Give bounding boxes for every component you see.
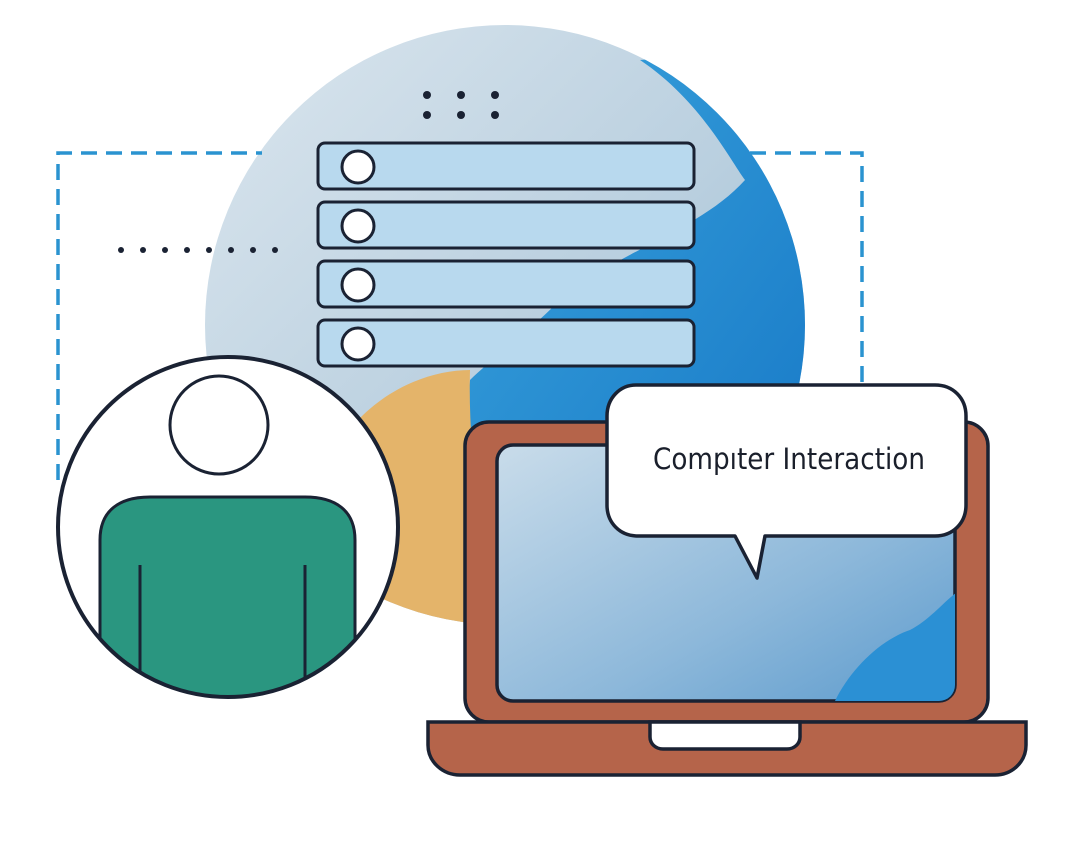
speech-bubble-icon: Compıter Interaction xyxy=(605,383,968,580)
list-panel-icon xyxy=(316,141,696,368)
list-row xyxy=(316,141,696,191)
laptop-trackpad-notch xyxy=(648,720,802,751)
list-row xyxy=(316,318,696,368)
list-row xyxy=(316,259,696,309)
person-avatar-icon xyxy=(56,355,400,699)
dashed-frame xyxy=(56,151,864,480)
dots-decoration xyxy=(118,91,499,253)
person-head xyxy=(168,374,270,476)
list-row xyxy=(316,200,696,250)
speech-bubble-text: Compıter Interaction xyxy=(653,442,925,476)
